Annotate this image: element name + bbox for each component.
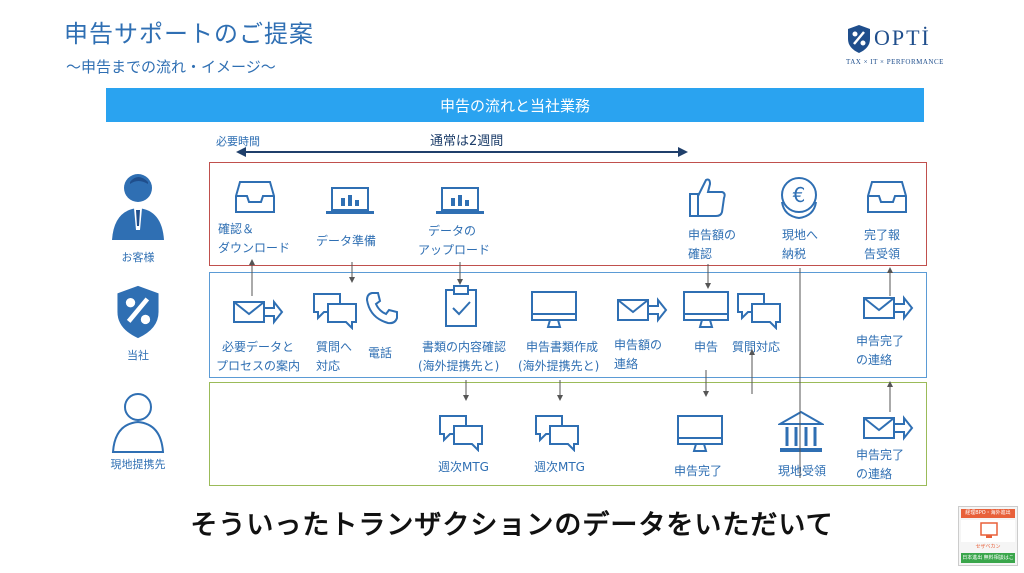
email-send-icon [863, 415, 914, 441]
label-phone: 電話 [368, 346, 393, 360]
euro-coin-icon: € [781, 177, 817, 220]
role-company: 当社 [127, 349, 149, 362]
monitor-illustration-icon [980, 522, 998, 538]
label-local-tax: 現地へ納税 [782, 228, 819, 261]
bank-building-icon [778, 410, 824, 452]
role-partner: 現地提携先 [110, 458, 166, 471]
duration-label: 通常は2週間 [430, 134, 504, 149]
thumbs-up-icon [689, 178, 726, 217]
chat-bubbles-icon [535, 415, 579, 452]
flow-banner: 申告の流れと当社業務 [106, 88, 924, 122]
chat-bubbles-icon [313, 293, 357, 330]
label-weekly-mtg-1: 週次MTG [438, 460, 489, 474]
duration-arrow [236, 147, 688, 157]
role-client: お客様 [121, 251, 155, 264]
subtitle-caption: そういったトランザクションのデータをいただいて [190, 510, 834, 541]
laptop-chart-icon [436, 187, 484, 214]
clipboard-check-icon [445, 285, 477, 327]
badge-image [961, 520, 1015, 542]
consult-badge[interactable]: 経理BPO・海外進出 セザベカン 日本進出 無料相談はこちら [958, 506, 1018, 566]
chat-bubbles-icon [737, 293, 781, 330]
label-doc-create: 申告書類作成(海外提携先と) [518, 340, 600, 373]
label-data-upload: データのアップロード [418, 224, 491, 257]
company-lane [209, 272, 927, 378]
badge-top: 経理BPO・海外進出 [961, 509, 1015, 518]
badge-bottom: 日本進出 無料相談はこちら [961, 553, 1015, 563]
flow-connectors [249, 259, 893, 478]
label-partner-completion-notice: 申告完了の連絡 [856, 448, 905, 481]
desktop-monitor-icon [677, 415, 723, 452]
label-question: 質問へ対応 [316, 340, 353, 373]
laptop-chart-icon [326, 187, 374, 214]
label-weekly-mtg-2: 週次MTG [534, 460, 585, 474]
page-subtitle: 〜申告までの流れ・イメージ〜 [66, 58, 276, 76]
required-time-label: 必要時間 [216, 135, 260, 148]
label-completion-report: 完了報告受領 [864, 228, 901, 261]
label-question-response: 質問対応 [732, 340, 781, 354]
page-title: 申告サポートのご提案 [64, 20, 314, 48]
label-confirm-amount: 申告額の確認 [688, 228, 737, 261]
label-local-receipt: 現地受領 [778, 464, 827, 478]
partner-person-icon [111, 393, 165, 453]
label-amount-notice: 申告額の連絡 [614, 338, 663, 371]
label-data-prep: データ準備 [316, 234, 377, 248]
label-confirm-download: 確認＆ダウンロード [218, 222, 291, 255]
partner-lane [209, 382, 927, 486]
desktop-monitor-icon [531, 291, 577, 328]
badge-middle: セザベカン [975, 544, 1001, 550]
client-lane [209, 162, 927, 266]
label-filing-complete: 申告完了 [674, 464, 723, 478]
company-shield-icon [117, 285, 159, 339]
logo-name: OPTİ [874, 25, 931, 50]
phone-icon [365, 292, 398, 325]
svg-text:€: € [793, 183, 806, 207]
label-guide: 必要データとプロセスの案内 [216, 340, 301, 373]
label-company-completion-notice: 申告完了の連絡 [856, 334, 905, 367]
inbox-tray-icon [235, 181, 275, 213]
email-send-icon [863, 295, 914, 321]
desktop-monitor-icon [683, 291, 729, 328]
logo-shield-icon [848, 25, 870, 53]
label-filing: 申告 [694, 340, 719, 354]
email-send-icon [617, 297, 668, 323]
flow-banner-label: 申告の流れと当社業務 [439, 96, 590, 115]
label-doc-check: 書類の内容確認(海外提携先と) [418, 340, 507, 373]
chat-bubbles-icon [439, 415, 483, 452]
logo-tagline: TAX × IT × PERFORMANCE [846, 58, 944, 66]
client-person-icon [112, 174, 164, 240]
inbox-tray-icon [867, 181, 907, 213]
email-send-icon [233, 299, 284, 325]
